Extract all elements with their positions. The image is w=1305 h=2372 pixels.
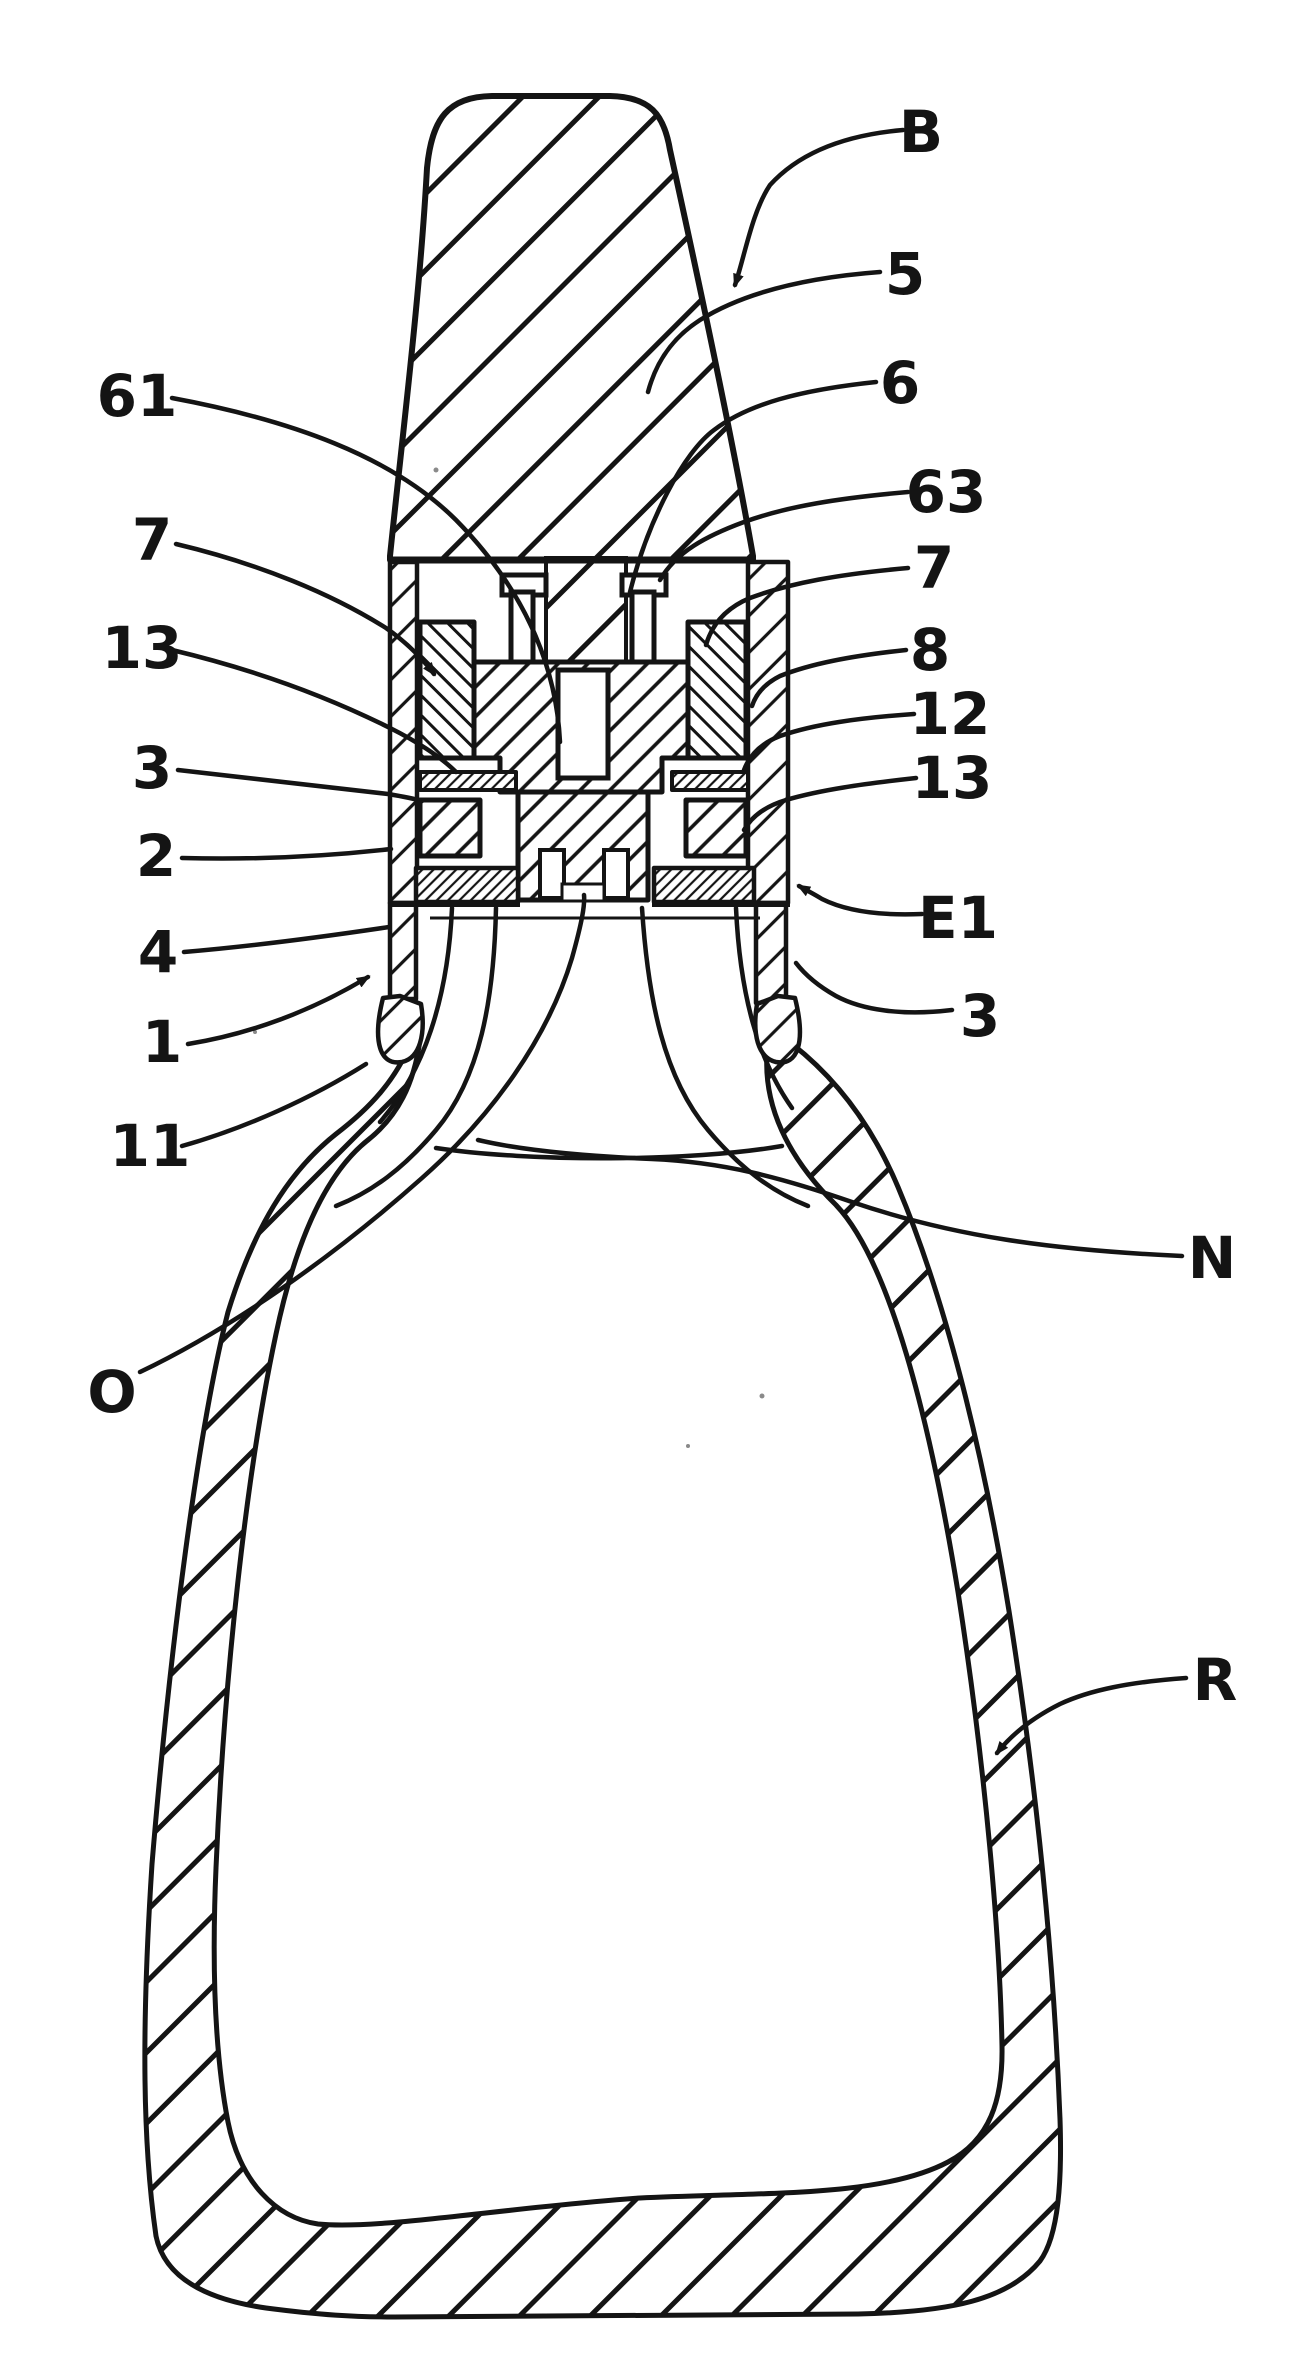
skirt-extension-right (753, 900, 789, 1006)
seal-strip-13-left (418, 770, 518, 792)
leader-line-8 (749, 647, 909, 709)
scan-speck (759, 1393, 765, 1399)
reference-text-6: 6 (880, 349, 920, 417)
skirt-extension-left (387, 900, 419, 1002)
leader-line-61 (169, 395, 563, 745)
leader-line-63 (657, 489, 911, 583)
block-7-right (685, 619, 749, 761)
reference-text-8: 8 (910, 616, 950, 684)
reference-text-4: 4 (138, 918, 178, 986)
reference-text-B: B (899, 98, 943, 166)
leader-line-O (137, 892, 587, 1375)
leader-line-7l (173, 541, 437, 677)
leader-line-3l (175, 767, 425, 804)
reference-label-3l: 3 (132, 734, 425, 804)
reference-label-13l: 13 (102, 614, 459, 775)
reference-label-B: B (732, 98, 943, 288)
central-insert-window (555, 667, 611, 781)
leader-line-N (475, 1137, 1185, 1259)
seal-strip-13-right (670, 770, 750, 792)
reference-label-63: 63 (657, 458, 987, 583)
cap-body (387, 93, 756, 563)
leader-line-R (994, 1675, 1189, 1756)
reference-text-5: 5 (885, 240, 925, 308)
bottle-wall-group (142, 905, 1064, 2320)
reference-text-R: R (1193, 1646, 1238, 1714)
bead-hook-right (753, 993, 803, 1065)
scan-speck (433, 467, 439, 473)
reference-text-O: O (87, 1358, 136, 1426)
reference-text-2: 2 (136, 822, 176, 890)
scan-speck (253, 1030, 257, 1034)
neck-bore-right-line (639, 905, 811, 1209)
neck-inner-right-line (733, 905, 795, 1111)
leader-line-4 (181, 924, 392, 955)
reference-text-3l: 3 (132, 734, 172, 802)
leader-line-7r (703, 565, 911, 648)
leader-line-E1 (796, 883, 925, 917)
leader-line-1 (185, 974, 371, 1047)
seal-block-right (683, 797, 749, 859)
reference-text-11: 11 (110, 1112, 191, 1180)
stem-foot-window-right (602, 848, 630, 900)
leader-line-3r (793, 960, 955, 1015)
tab-63-stem (629, 589, 657, 665)
reference-label-7l: 7 (132, 506, 437, 677)
leader-line-12 (741, 711, 917, 773)
block-7-left (417, 619, 477, 761)
reference-text-E1: E1 (918, 884, 998, 952)
reference-label-N: N (475, 1137, 1237, 1292)
reference-label-O: O (87, 892, 587, 1426)
leader-line-2 (179, 846, 394, 861)
cap-center-extension (544, 556, 628, 664)
reference-label-61: 61 (97, 362, 563, 745)
reference-text-N: N (1188, 1224, 1237, 1292)
reference-label-4: 4 (138, 918, 392, 986)
reference-label-12: 12 (741, 680, 991, 773)
reference-label-E1: E1 (796, 883, 998, 952)
leader-line-13r (741, 775, 919, 833)
reference-label-2: 2 (136, 822, 394, 890)
bottle-wall (142, 1037, 1064, 2320)
reference-label-13r: 13 (741, 744, 993, 833)
scan-speck (686, 1444, 690, 1448)
reference-label-1: 1 (142, 974, 371, 1076)
reference-label-8: 8 (749, 616, 950, 709)
reference-text-7r: 7 (914, 534, 954, 602)
reference-label-7r: 7 (703, 534, 954, 648)
reference-label-6: 6 (627, 349, 920, 595)
seal-band-left (413, 865, 521, 905)
leader-line-11 (179, 1061, 369, 1149)
leader-line-6 (627, 379, 879, 595)
stem-foot-window-left (538, 848, 566, 900)
reference-text-63: 63 (906, 458, 987, 526)
reference-text-3r: 3 (960, 982, 1000, 1050)
reference-text-13l: 13 (102, 614, 183, 682)
reference-text-1: 1 (142, 1008, 182, 1076)
reference-label-3r: 3 (793, 960, 1000, 1050)
leader-line-5 (645, 269, 883, 395)
cap-group (387, 93, 756, 664)
neck-bore-left-line (333, 905, 499, 1209)
reference-label-5: 5 (645, 240, 925, 395)
reference-label-11: 11 (110, 1061, 369, 1180)
neck-inner-left-line (377, 905, 455, 1125)
reference-text-13r: 13 (912, 744, 993, 812)
leader-line-13l (169, 647, 459, 775)
reference-text-7l: 7 (132, 506, 172, 574)
retaining-tab-63 (619, 572, 669, 665)
scan-specks (253, 467, 765, 1448)
seal-block-left (417, 797, 483, 859)
leader-line-B (732, 127, 906, 288)
reference-label-R: R (994, 1646, 1238, 1756)
reference-text-61: 61 (97, 362, 178, 430)
skirt-column-right (745, 559, 791, 906)
reference-text-12: 12 (910, 680, 991, 748)
bead-hook-left (375, 993, 425, 1065)
seal-band-right (651, 865, 757, 905)
